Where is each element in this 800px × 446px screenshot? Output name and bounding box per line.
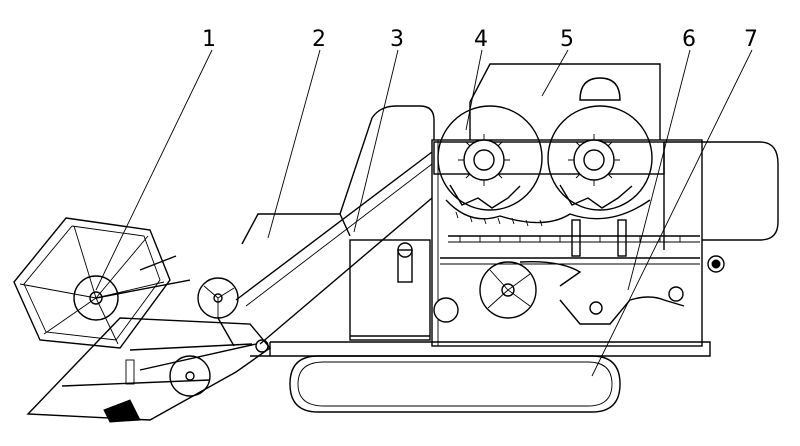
- callout-6: 6: [682, 27, 696, 52]
- header-assembly: [26, 317, 272, 423]
- callout-3: 3: [390, 27, 404, 52]
- reel: [13, 217, 191, 349]
- steering-wheel: [197, 277, 239, 347]
- auger-troughs: [433, 286, 685, 325]
- leader-lines: [95, 49, 753, 377]
- threshing-drum-right: [547, 105, 653, 211]
- feeder-conveyor: [235, 151, 433, 345]
- callout-1: 1: [202, 27, 216, 52]
- grain-tank-top: [469, 63, 661, 140]
- callout-5: 5: [560, 27, 574, 52]
- callout-4: 4: [474, 27, 488, 52]
- operator-platform: [241, 105, 435, 341]
- callout-2: 2: [312, 27, 326, 52]
- cleaning-fan: [479, 261, 582, 319]
- callout-7: 7: [744, 27, 758, 52]
- callout-labels: 1 2 3 4 5 6 7: [202, 27, 758, 52]
- crawler-track: [289, 355, 621, 413]
- threshing-drum-left: [437, 105, 543, 211]
- concave-grate: [445, 199, 651, 227]
- rear-housing: [663, 141, 779, 273]
- chassis-frame: [250, 335, 711, 357]
